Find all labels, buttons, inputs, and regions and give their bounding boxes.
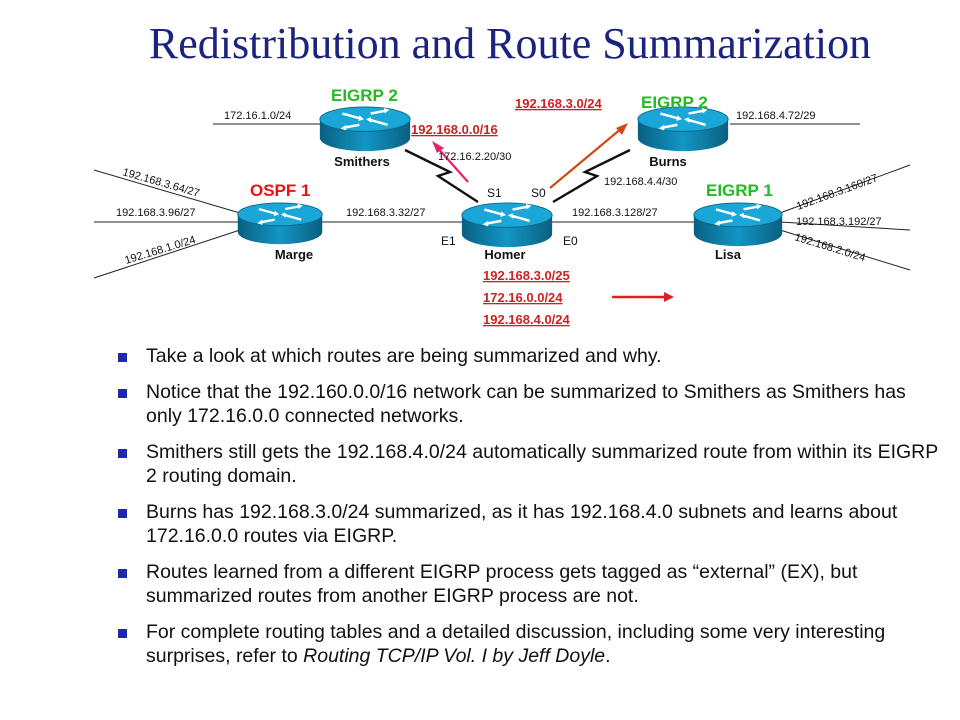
serial-link-burns-homer — [552, 148, 631, 204]
bullet-item: For complete routing tables and a detail… — [118, 620, 938, 668]
summary-label-smithers: 192.168.0.0/16 — [411, 122, 498, 137]
summary-label-lisa-2: 172.16.0.0/24 — [483, 290, 563, 305]
network-diagram: Smithers Burns Marge Homer Lisa EIGRP 2 … — [93, 86, 911, 327]
summary-arrowhead-smithers — [432, 141, 444, 153]
router-name-lisa: Lisa — [715, 247, 742, 262]
bullet-text: Notice that the 192.160.0.0/16 network c… — [146, 381, 906, 427]
bullet-text: Take a look at which routes are being su… — [146, 345, 662, 367]
summary-arrowhead-lisa — [664, 292, 674, 302]
interface-label-s0: S0 — [531, 186, 546, 200]
network-label-lisa-lan1: 192.168.3.160/27 — [795, 172, 880, 213]
bullet-item: Notice that the 192.160.0.0/16 network c… — [118, 380, 938, 428]
summary-label-burns: 192.168.3.0/24 — [515, 96, 603, 111]
bullet-text: Routes learned from a different EIGRP pr… — [146, 561, 858, 607]
bullet-item: Take a look at which routes are being su… — [118, 344, 938, 368]
bullet-text-end: . — [605, 645, 611, 667]
bullet-item: Burns has 192.168.3.0/24 summarized, as … — [118, 500, 938, 548]
bullet-marker — [118, 509, 127, 518]
summary-label-lisa-3: 192.168.4.0/24 — [483, 312, 571, 327]
network-label-marge-lan2: 192.168.3.96/27 — [116, 207, 196, 219]
network-label-burns-lan: 192.168.4.72/29 — [736, 110, 816, 122]
bullet-item: Smithers still gets the 192.168.4.0/24 a… — [118, 440, 938, 488]
link-lisa-lan2 — [779, 221, 911, 231]
summary-arrowhead-burns — [616, 123, 628, 135]
bullet-text: For complete routing tables and a detail… — [146, 621, 886, 667]
interface-label-e0: E0 — [563, 234, 578, 248]
summary-arrow-smithers — [435, 145, 469, 183]
router-marge — [236, 202, 324, 246]
bullet-text: Smithers still gets the 192.168.4.0/24 a… — [146, 441, 938, 487]
domain-label-smithers: EIGRP 2 — [331, 86, 398, 105]
link-marge-lan1 — [93, 169, 241, 214]
router-smithers — [318, 106, 412, 153]
network-label-marge-lan3: 192.168.1.0/24 — [123, 234, 197, 267]
network-label-burns-wan: 192.168.4.4/30 — [604, 176, 677, 188]
interface-label-e1: E1 — [441, 234, 456, 248]
router-lisa — [692, 202, 784, 248]
network-label-lisa-lan2: 192.168.3.192/27 — [796, 216, 882, 228]
interface-label-s1: S1 — [487, 186, 502, 200]
network-label-marge-homer: 192.168.3.32/27 — [346, 207, 426, 219]
bullet-list: Take a look at which routes are being su… — [118, 344, 938, 680]
serial-link-smithers-homer — [404, 148, 479, 204]
network-label-marge-lan1: 192.168.3.64/27 — [121, 166, 201, 199]
domain-label-burns: EIGRP 2 — [641, 93, 708, 112]
router-name-smithers: Smithers — [334, 154, 390, 169]
router-name-marge: Marge — [275, 247, 313, 262]
bullet-marker — [118, 629, 127, 638]
link-lisa-lan1 — [779, 164, 911, 214]
domain-label-marge: OSPF 1 — [250, 181, 310, 200]
bullet-marker — [118, 389, 127, 398]
book-reference: Routing TCP/IP Vol. I by Jeff Doyle — [303, 645, 606, 667]
bullet-item: Routes learned from a different EIGRP pr… — [118, 560, 938, 608]
network-label-smithers-wan: 172.16.2.20/30 — [438, 151, 511, 163]
slide-title: Redistribution and Route Summarization — [148, 19, 872, 68]
link-lisa-lan3 — [779, 229, 911, 271]
bullet-marker — [118, 569, 127, 578]
link-marge-lan3 — [93, 229, 241, 279]
bullet-marker — [118, 449, 127, 458]
bullet-marker — [118, 353, 127, 362]
network-label-homer-lisa: 192.168.3.128/27 — [572, 207, 658, 219]
summary-arrow-burns — [549, 127, 623, 189]
router-name-homer: Homer — [484, 247, 525, 262]
router-homer — [460, 202, 554, 249]
bullet-text: Burns has 192.168.3.0/24 summarized, as … — [146, 501, 898, 547]
summary-label-lisa-1: 192.168.3.0/25 — [483, 268, 570, 283]
network-label-smithers-lan: 172.16.1.0/24 — [224, 110, 291, 122]
domain-label-lisa: EIGRP 1 — [706, 181, 773, 200]
router-name-burns: Burns — [649, 154, 687, 169]
network-label-lisa-lan3: 192.168.2.0/24 — [793, 231, 867, 264]
router-burns — [636, 106, 730, 153]
